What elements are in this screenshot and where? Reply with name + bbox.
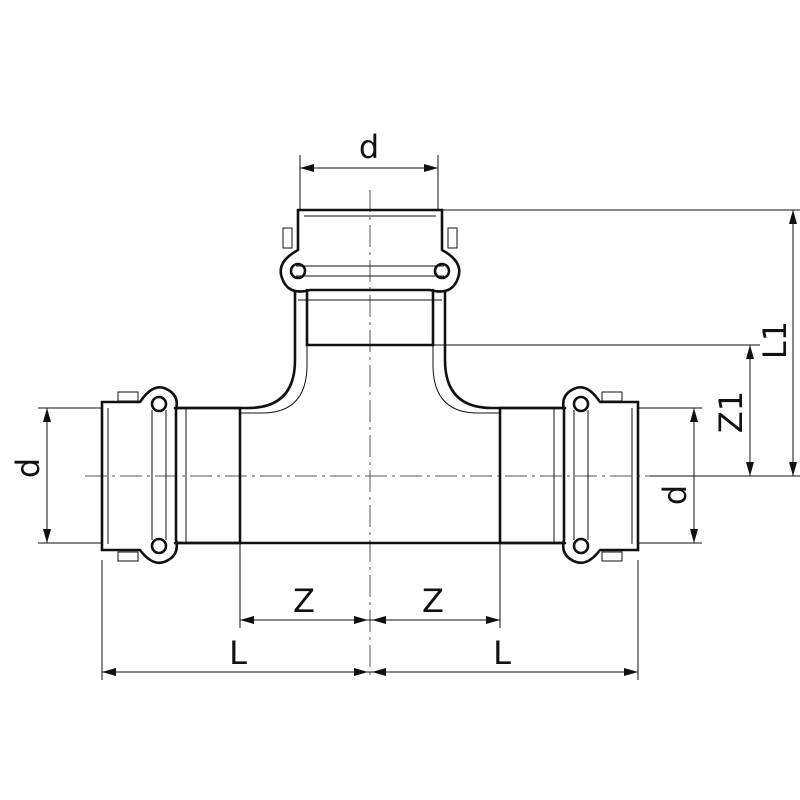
dimension-z1: Z1 [433, 344, 800, 477]
label-top-d: d [359, 128, 379, 166]
dimension-l1: L1 [442, 209, 800, 476]
top-socket [279, 208, 461, 347]
label-z1: Z1 [712, 391, 750, 433]
label-z-right: Z [422, 582, 444, 620]
dimension-top-d: d [299, 128, 439, 210]
label-l-right: L [493, 634, 511, 672]
label-l1: L1 [756, 321, 794, 359]
label-left-d: d [9, 458, 47, 478]
left-socket [100, 386, 242, 565]
right-socket [498, 386, 640, 565]
dimension-left-d: d [9, 407, 102, 544]
dimension-l: L L [101, 560, 639, 680]
label-right-d: d [656, 485, 694, 505]
label-l-left: L [229, 634, 247, 672]
label-z-left: Z [293, 582, 315, 620]
dimension-z: Z Z [239, 543, 501, 628]
